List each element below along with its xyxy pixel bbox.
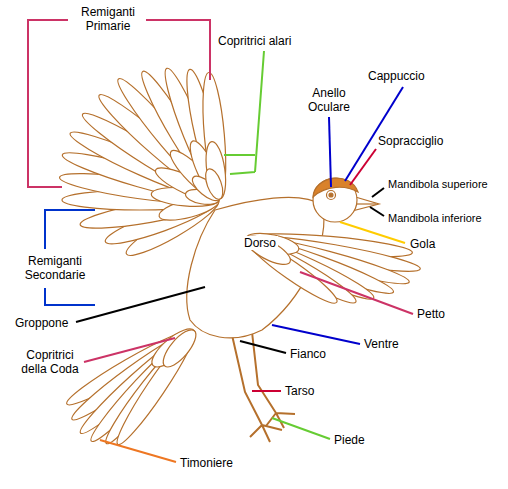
part-label: Fianco (290, 347, 326, 361)
part-label: Anello Oculare (303, 86, 355, 114)
part-label: Gola (410, 237, 435, 251)
part-label: Remiganti Secondarie (20, 254, 90, 282)
part-label: Sopracciglio (378, 134, 443, 148)
part-label: Groppone (15, 316, 68, 330)
part-label: Remiganti Primarie (72, 5, 144, 33)
part-label: Copritrici alari (218, 34, 291, 48)
part-label: Petto (417, 307, 445, 321)
part-label: Ventre (364, 337, 399, 351)
part-label: Cappuccio (368, 69, 425, 83)
part-label: Dorso (242, 236, 278, 250)
part-label: Tarso (285, 384, 314, 398)
part-label: Piede (334, 433, 365, 447)
part-label: Timoniere (180, 456, 233, 470)
part-label: Mandibola inferiore (388, 211, 482, 225)
part-label: Mandibola superiore (388, 177, 488, 191)
part-label: Copritrici della Coda (18, 348, 82, 376)
